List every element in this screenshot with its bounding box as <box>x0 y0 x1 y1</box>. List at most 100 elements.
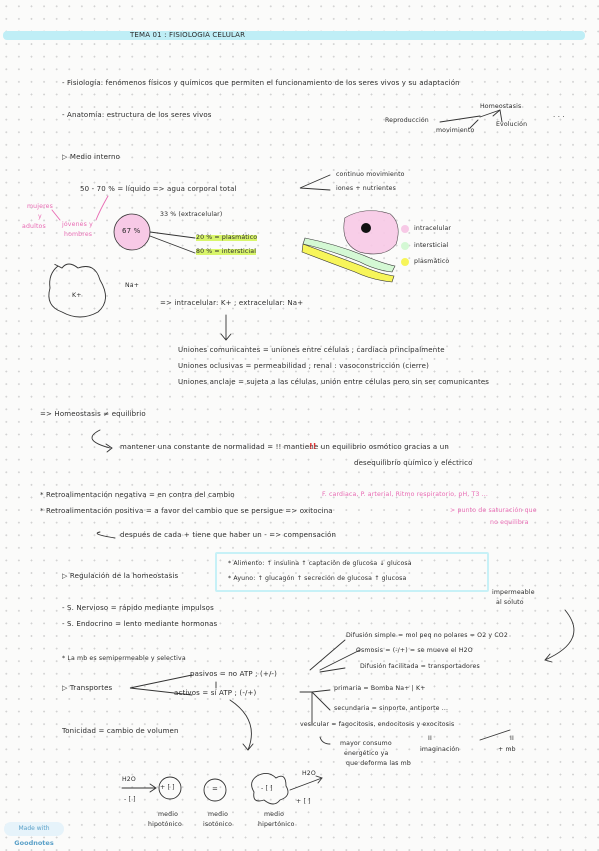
ayuno-line: * Ayuno: ↑ glucagón ↑ secreción de gluco… <box>228 575 407 582</box>
legend-intersticial: intersticial <box>414 242 449 249</box>
tree-evolucion: Evolución <box>496 121 528 128</box>
legend-dot-intracellular <box>401 225 409 233</box>
osmosis-line: Osmosis = (-/+) = se mueve el H2O <box>356 647 473 654</box>
agua-total-line: 50 - 70 % = líquido => agua corporal tot… <box>80 185 237 193</box>
intersticial-80: 80 % = intersticial <box>196 248 257 256</box>
cell-hypertonic-label: - [ ] <box>261 785 273 792</box>
medio-hipotonico-b: hipotónico <box>148 821 182 828</box>
tree-reproduccion: Reproducción <box>385 117 429 124</box>
label-jovenes: jóvenes y <box>62 221 93 228</box>
s-endocrino-line: - S. Endocrino = lento mediante hormonas <box>62 620 218 628</box>
legend-intracelular: intracelular <box>414 225 452 232</box>
desequilibrio-line: desequilibrio químico y eléctrico <box>354 459 473 467</box>
arrow-out <box>289 775 323 791</box>
plasma-band <box>301 243 395 283</box>
intra-extra-line: => intracelular: K+ ; extracelular: Na+ <box>160 299 304 307</box>
transportes-heading: ▷ Transportes <box>62 684 113 692</box>
retro-negativa-examples: F. cardiaca, P. arterial, Ritmo respirat… <box>322 491 489 498</box>
cell-isotonic <box>203 778 227 802</box>
down-arrow <box>229 699 254 751</box>
cell-fill <box>344 210 398 254</box>
label-hombres: hombres <box>64 231 93 238</box>
interstitial-band <box>302 237 396 273</box>
page-title: TEMA 01 : FISIOLOGIA CELULAR <box>130 31 246 39</box>
cell-hypotonic-label: + [ ] <box>160 784 175 791</box>
plus-c-right: + [ ] <box>296 798 311 805</box>
logo-brand-text: Goodnotes <box>14 839 54 847</box>
minus-c-left: - [ ] <box>124 796 136 803</box>
split-bracket <box>299 689 331 726</box>
curved-arrow <box>544 609 575 663</box>
medio-isotonico-b: isotónico <box>203 821 233 828</box>
pasivos-line: pasivos = no ATP ; (+/-) <box>190 670 278 678</box>
mas-mb: + mb <box>498 746 516 753</box>
h2o-in: H2O <box>122 776 136 783</box>
tree-dots: . . . <box>553 111 565 119</box>
medio-interno-heading: ▷ Medio interno <box>62 153 121 161</box>
fisiologia-line: - Fisiología: fenómenos físicos y químic… <box>62 79 460 87</box>
cell-isotonic-label: = <box>212 785 219 793</box>
logo-made-text: Made with <box>18 825 50 832</box>
legend-plasmatico: plasmático <box>414 258 450 265</box>
continuo-text: continuo movimiento <box>336 171 405 178</box>
al-soluto-label: al soluto <box>496 599 524 606</box>
deforma: que deforma las mb <box>346 760 411 767</box>
despues-line: después de cada + tiene que haber un - =… <box>120 531 337 539</box>
mantener-line: mantener una constante de normalidad = !… <box>120 443 449 451</box>
legend-dot-interstitial <box>401 242 409 250</box>
cell-hypertonic <box>251 773 289 805</box>
connector-line <box>469 119 479 129</box>
pink-arrow <box>95 195 109 221</box>
anatomia-line: - Anatomía: estructura de los seres vivo… <box>62 111 212 119</box>
curved-arrow <box>91 429 113 453</box>
connector-line <box>439 115 481 123</box>
branch-line <box>309 639 346 671</box>
regulacion-heading: ▷ Regulación de la homeostasis <box>62 572 179 580</box>
mayor-consumo: mayor consumo <box>340 740 392 747</box>
retro-positiva: * Retroalimentación positiva = a favor d… <box>40 507 333 515</box>
medio-hipertonico-b: hipertónico <box>258 821 295 828</box>
impermeable-label: impermeable <box>492 589 535 596</box>
tree-homeostasis: Homeostasis <box>480 103 522 110</box>
retro-negativa: * Retroalimentación negativa = en contra… <box>40 491 235 499</box>
plasmatico-20: 20 % = plasmático <box>196 234 258 242</box>
uniones-anclaje: Uniones anclaje = sujeta a las células, … <box>178 378 490 386</box>
cell-hypotonic <box>158 776 182 800</box>
secundaria-line: secundaria = sinporte, antiporte ... <box>334 705 449 712</box>
arrow-in <box>121 783 157 793</box>
legend-dot-plasma <box>401 258 409 266</box>
uniones-comunicantes: Uniones comunicantes = uniones entre cél… <box>178 346 445 354</box>
iones-text: iones + nutrientes <box>336 185 396 192</box>
title-highlight <box>3 31 585 40</box>
connector-line <box>479 729 511 741</box>
cell-blob <box>48 263 106 318</box>
alimento-line: * Alimento: ↑ insulina ↑ captación de gl… <box>228 560 412 567</box>
kplus-label: K+ <box>72 292 82 299</box>
curved-arrow <box>96 531 116 539</box>
bubble-67 <box>113 213 151 251</box>
medio-isotonico-a: medio <box>208 811 229 818</box>
connector-line <box>492 109 501 117</box>
split-bracket <box>129 674 193 696</box>
membrana-semipermeable: * La mb es semipermeable y selectiva <box>62 655 186 662</box>
difusion-simple: Difusión simple = mol peq no polares = O… <box>346 632 508 639</box>
retro-positiva-note2: no equilibra <box>490 519 529 526</box>
pink-arrow <box>51 209 61 221</box>
uniones-oclusivas: Uniones oclusivas = permeabilidad ; rena… <box>178 362 430 370</box>
primaria-line: primaria = Bomba Na+ | K+ <box>334 685 426 692</box>
branch-line <box>149 235 196 254</box>
retro-positiva-note1: > punto de saturación que <box>450 507 537 514</box>
eq-mark-2: II <box>510 735 514 742</box>
naplus-label: Na+ <box>125 282 140 289</box>
h2o-out: H2O <box>302 770 316 777</box>
medio-hipertonico-a: medio <box>264 811 285 818</box>
eq-mark-1: II <box>428 735 432 742</box>
cell-nucleus <box>361 223 371 233</box>
branch-line <box>319 649 361 671</box>
label-y: y <box>38 213 42 220</box>
alert-marks: !! <box>309 442 317 451</box>
extracelular-33: 33 % (extracelular) <box>160 211 223 218</box>
homeostasis-neq: => Homeostasis ≠ equilibrio <box>40 410 146 418</box>
split-bracket <box>299 174 331 191</box>
